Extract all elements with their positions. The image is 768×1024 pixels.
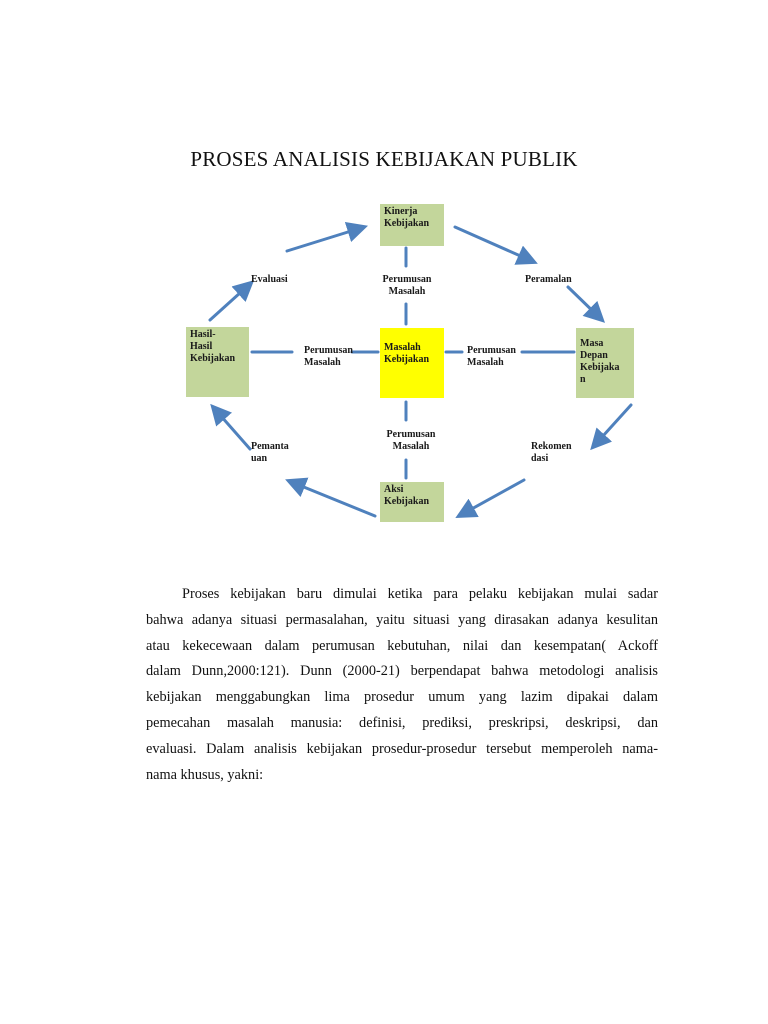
- arrow-hasil-to-evaluasi: [208, 280, 255, 322]
- node-hasil-kebijakan: Hasil- Hasil Kebijakan: [186, 327, 249, 397]
- label-pemantauan: Pemanta uan: [251, 441, 289, 464]
- label-peramalan: Peramalan: [525, 274, 572, 285]
- arrow-pemantauan-to-hasil: [210, 403, 252, 451]
- paragraph-line: pemecahan masalah manusia: definisi, pre…: [146, 714, 658, 731]
- label-perumusan-top: Perumusan Masalah: [382, 274, 432, 297]
- label-evaluasi: Evaluasi: [251, 274, 288, 285]
- label-perumusan-bottom: Perumusan Masalah: [386, 429, 436, 452]
- node-kinerja-kebijakan: Kinerja Kebijakan: [380, 204, 444, 246]
- page-title: PROSES ANALISIS KEBIJAKAN PUBLIK: [190, 147, 578, 171]
- node-masa-depan-kebijakan: Masa Depan Kebijaka n: [576, 328, 634, 398]
- paragraph-line: nama khusus, yakni:: [146, 766, 264, 783]
- arrow-kinerja-to-peramalan: [453, 225, 538, 265]
- arrow-aksi-to-pemantauan: [285, 477, 377, 518]
- diagram-arrows: [208, 221, 633, 519]
- label-perumusan-left: Perumusan Masalah: [304, 345, 353, 368]
- label-perumusan-right: Perumusan Masalah: [467, 345, 516, 368]
- arrow-peramalan-to-masadepan: [566, 285, 606, 323]
- label-rekomendasi: Rekomen dasi: [531, 441, 572, 464]
- arrow-evaluasi-to-kinerja: [285, 221, 369, 253]
- node-masalah-kebijakan: Masalah Kebijakan: [380, 328, 444, 398]
- arrow-rekomendasi-to-aksi: [455, 478, 526, 519]
- node-aksi-kebijakan: Aksi Kebijakan: [380, 482, 444, 522]
- paragraph-line: dalam Dunn,2000:121). Dunn (2000-21) ber…: [146, 663, 658, 680]
- policy-analysis-diagram: Kinerja Kebijakan Hasil- Hasil Kebijakan…: [186, 204, 634, 522]
- arrow-masadepan-to-rekomendasi: [590, 403, 633, 451]
- paragraph-line: bahwa adanya situasi permasalahan, yaitu…: [146, 611, 658, 628]
- paragraph-line: kebijakan menggabungkan lima prosedur um…: [146, 689, 658, 706]
- body-paragraph: Proses kebijakan baru dimulai ketika par…: [146, 582, 658, 788]
- paragraph-line: evaluasi. Dalam analisis kebijakan prose…: [146, 740, 658, 757]
- paragraph-line: atau kekecewaan dalam perumusan kebutuha…: [146, 637, 658, 654]
- paragraph-line: Proses kebijakan baru dimulai ketika par…: [182, 586, 658, 602]
